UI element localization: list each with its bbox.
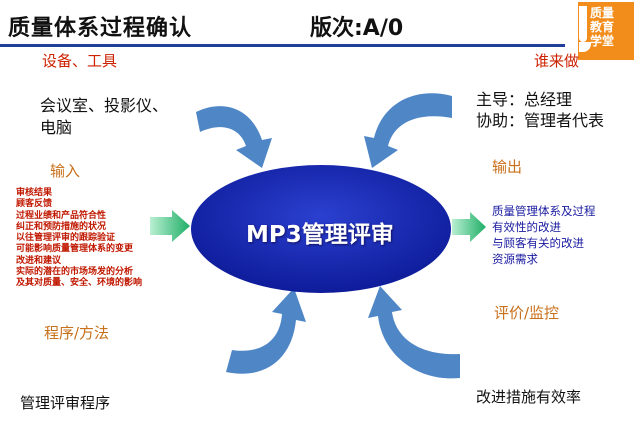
arrow-top-right [364,93,452,168]
input-item: 可能影响质量管理体系的变更 [16,244,134,255]
arrow-top-left [196,106,272,168]
evaluate-value: 改进措施有效率 [476,388,582,406]
input-item: 以往管理评审的跟踪验证 [16,233,116,244]
procedure-value: 管理评审程序 [20,394,111,412]
who-heading: 谁来做 [534,52,580,70]
header-divider [0,44,565,47]
page-title: 质量体系过程确认 [8,16,193,41]
arrow-output [452,212,486,242]
procedure-heading: 程序/方法 [44,324,110,342]
input-item: 纠正和预防措施的状况 [16,221,107,232]
logo-hook-icon [579,6,587,42]
evaluate-heading: 评价/监控 [494,304,560,322]
logo-hook-tail-icon [579,42,591,52]
input-item: 审核结果 [16,188,53,198]
output-item: 资源需求 [492,252,538,266]
logo-text-line2: 教育 [590,20,615,34]
logo-text-line1: 质量 [590,6,615,20]
logo-text: 质量 教育 学堂 [590,6,630,48]
input-item: 改进和建议 [16,255,62,266]
equipment-line1: 会议室、投影仪、 [40,96,169,115]
center-ellipse [191,165,451,293]
input-item: 实际的潜在的市场场发的分析 [16,267,134,278]
output-item: 有效性的改进 [492,220,561,234]
output-heading: 输出 [492,158,523,176]
input-item: 顾客反馈 [16,199,53,210]
input-list: 审核结果 顾客反馈 过程业绩和产品符合性 纠正和预防措施的状况 以往管理评审的跟… [16,188,142,290]
output-item: 与顾客有关的改进 [492,236,584,250]
who-line2: 协助：管理者代表 [476,111,605,130]
input-heading: 输入 [50,162,81,180]
center-process-label: MP3管理评审 [246,222,394,248]
equipment-line2: 电脑 [40,118,73,137]
input-item: 过程业绩和产品符合性 [16,210,107,221]
arrow-input [150,210,190,242]
arrow-bottom-right [368,286,460,379]
equipment-heading: 设备、工具 [42,52,118,70]
version-label: 版次:A/0 [310,16,404,41]
who-line1: 主导：总经理 [476,90,573,109]
output-list: 质量管理体系及过程 有效性的改进 与顾客有关的改进 资源需求 [492,203,596,267]
arrow-bottom-left [226,288,306,374]
logo-text-line3: 学堂 [590,34,615,48]
output-item: 质量管理体系及过程 [492,204,596,218]
input-item: 及其对质量、安全、环境的影响 [16,278,143,289]
